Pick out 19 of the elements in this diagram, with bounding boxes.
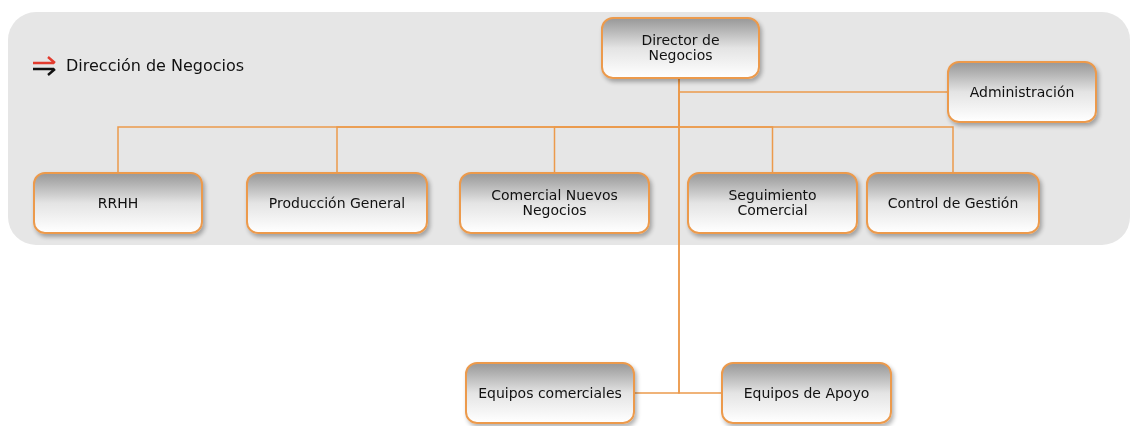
org-box	[465, 362, 635, 424]
org-box	[33, 172, 203, 234]
box-label: Director de Negocios	[640, 33, 721, 63]
box-label: Equipos de Apoyo	[743, 385, 870, 401]
box-label: Equipos comerciales	[478, 385, 622, 401]
org-box	[246, 172, 428, 234]
box-label: Administración	[969, 84, 1075, 100]
org-box	[866, 172, 1040, 234]
box-label: RRHH	[97, 195, 139, 211]
box-label: Control de Gestión	[887, 195, 1019, 211]
box-label: Producción General	[268, 195, 406, 211]
group-title: Dirección de Negocios	[66, 55, 245, 77]
org-box	[459, 172, 650, 234]
org-box	[687, 172, 858, 234]
org-box	[721, 362, 892, 424]
org-box	[947, 61, 1097, 123]
box-label: Comercial Nuevos Negocios	[490, 188, 619, 218]
org-box	[601, 17, 760, 79]
box-label: Seguimiento Comercial	[727, 188, 818, 218]
